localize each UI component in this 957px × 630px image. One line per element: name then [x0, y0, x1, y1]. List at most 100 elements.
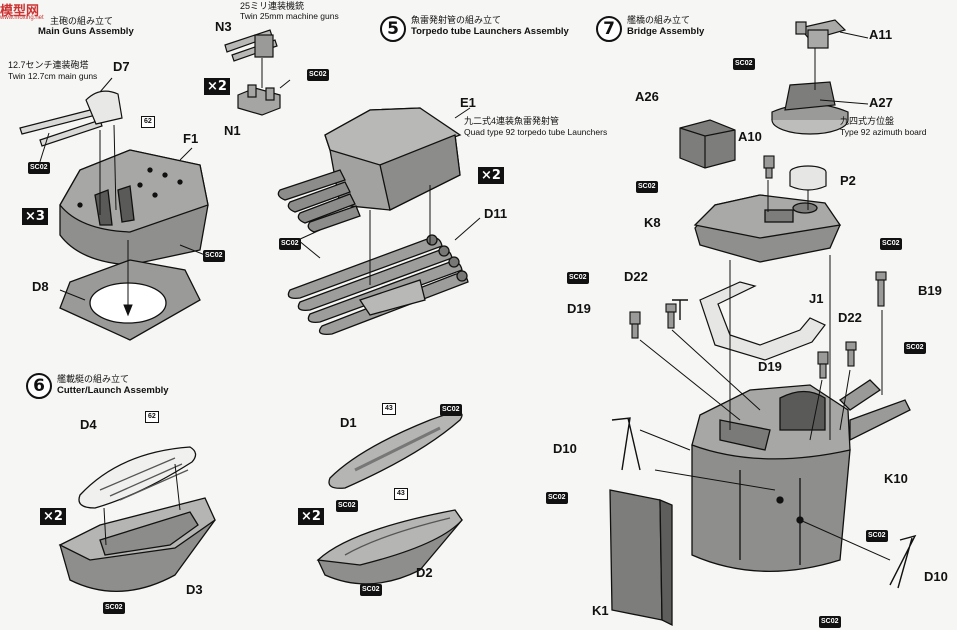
- label-d22a: D22: [624, 269, 648, 284]
- machine-guns-desc-en: Twin 25mm machine guns: [240, 11, 339, 21]
- cutter-step-en: Cutter/Launch Assembly: [57, 385, 169, 396]
- paint-sc02-mg: SC02: [307, 69, 329, 81]
- torpedo-step-en: Torpedo tube Launchers Assembly: [411, 26, 569, 37]
- multiplier-cutter: ×2: [40, 508, 66, 525]
- label-k8: K8: [644, 215, 661, 230]
- paint-sc02-d2a: SC02: [336, 500, 358, 512]
- label-d4: D4: [80, 417, 97, 432]
- torpedo-step-jp: 魚雷発射管の組み立て: [411, 15, 502, 25]
- paint-62-d7: 62: [141, 116, 155, 128]
- gun-turret-f1: [59, 149, 209, 266]
- bridge-panel-k1: [609, 489, 673, 627]
- paint-sc02-k1b: SC02: [819, 616, 841, 628]
- rangefinder-a27: [771, 81, 849, 135]
- label-d7: D7: [113, 59, 130, 74]
- bridge-step-en: Bridge Assembly: [627, 26, 705, 37]
- paint-sc02-torpedo: SC02: [279, 238, 301, 250]
- torpedo-guide-lines: [297, 107, 481, 285]
- paint-sc02-d22b: SC02: [904, 342, 926, 354]
- step-number-cutter: 6: [26, 373, 52, 399]
- paint-sc02-d2b: SC02: [360, 584, 382, 596]
- watermark-domain: www.moxing.net: [0, 15, 44, 21]
- paint-sc02-a11: SC02: [733, 58, 755, 70]
- cutter-step-jp: 艦載艇の組み立て: [57, 374, 130, 384]
- torpedo-desc-jp: 九二式4連装魚雷発射管: [464, 116, 560, 126]
- launch-cover-d1: [328, 411, 463, 489]
- machine-gun-n1: [237, 84, 281, 116]
- launch-hull-d2: [316, 509, 463, 585]
- rangefinder-a11: [795, 19, 847, 49]
- label-f1: F1: [183, 131, 199, 146]
- cutter-cover-d4: [78, 446, 197, 509]
- paint-sc02-b19: SC02: [880, 238, 902, 250]
- label-a11: A11: [869, 27, 893, 42]
- paint-sc02-turret: SC02: [28, 162, 50, 174]
- label-d10b: D10: [924, 569, 948, 584]
- paint-sc02-k8: SC02: [636, 181, 658, 193]
- torpedo-tubes-d11: [287, 234, 469, 335]
- azimuth-desc-en: Type 92 azimuth board: [840, 127, 927, 137]
- label-d19b: D19: [758, 359, 782, 374]
- watermark-logo: 模型网: [0, 4, 40, 19]
- machine-gun-n3: [224, 29, 278, 62]
- part-p2: [789, 165, 827, 191]
- part-a10: [763, 155, 775, 179]
- main-gun-guide-lines: [37, 77, 206, 317]
- label-p2: P2: [840, 173, 856, 188]
- label-d3: D3: [186, 582, 203, 597]
- label-d10a: D10: [553, 441, 577, 456]
- multiplier-launch: ×2: [298, 508, 324, 525]
- label-k10: K10: [884, 471, 908, 486]
- step-number-torpedo: 5: [380, 16, 406, 42]
- cutter-hull-d3: [58, 497, 216, 593]
- torpedo-launcher-e1: [277, 107, 462, 233]
- paint-sc02-d19a: SC02: [567, 272, 589, 284]
- label-d8: D8: [32, 279, 49, 294]
- paint-62-d4: 62: [145, 411, 159, 423]
- bridge-small-parts: [629, 271, 887, 379]
- machine-guns-desc-jp: 25ミリ連装機銃: [240, 1, 305, 11]
- torpedo-desc-en: Quad type 92 torpedo tube Launchers: [464, 127, 608, 137]
- main-guns-desc-en: Twin 12.7cm main guns: [8, 71, 98, 81]
- multiplier-torpedo: ×2: [478, 167, 504, 184]
- label-e1: E1: [460, 95, 476, 110]
- bridge-deck-k8: [693, 194, 842, 263]
- paint-sc02-k10: SC02: [866, 530, 888, 542]
- bridge-step-jp: 艦橋の組み立て: [627, 15, 691, 25]
- label-n3: N3: [215, 19, 232, 34]
- bridge-tower-k10: [691, 379, 911, 573]
- label-j1: J1: [809, 291, 824, 306]
- bridge-ladders: [611, 299, 917, 589]
- label-d19a: D19: [567, 301, 591, 316]
- cutter-guide-lines: [103, 463, 181, 546]
- paint-sc02-k1: SC02: [546, 492, 568, 504]
- multiplier-main-guns: ×3: [22, 208, 48, 225]
- label-a27: A27: [869, 95, 893, 110]
- paint-sc02-base: SC02: [203, 250, 225, 262]
- label-d11: D11: [484, 206, 508, 221]
- paint-sc02-d1: SC02: [440, 404, 462, 416]
- azimuth-desc-jp: 九四式方位盤: [840, 116, 895, 126]
- main-guns-step-en: Main Guns Assembly: [38, 26, 134, 37]
- bridge-rail-j1: [699, 281, 826, 361]
- label-a10: A10: [738, 129, 762, 144]
- machine-gun-guide-lines: [261, 58, 291, 89]
- label-a26: A26: [635, 89, 659, 104]
- label-b19: B19: [918, 283, 942, 298]
- turret-base-d8: [59, 259, 201, 341]
- label-d1: D1: [340, 415, 357, 430]
- multiplier-machine-guns: ×2: [204, 78, 230, 95]
- bridge-guide-lines: [639, 31, 891, 561]
- label-d22b: D22: [838, 310, 862, 325]
- main-guns-desc-jp: 12.7センチ連装砲塔: [8, 60, 89, 70]
- step-number-bridge: 7: [596, 16, 622, 42]
- label-n1: N1: [224, 123, 241, 138]
- main-guns-step-jp: 主砲の組み立て: [50, 16, 114, 26]
- main-gun-barrels: [19, 90, 123, 147]
- label-d2: D2: [416, 565, 433, 580]
- label-k1: K1: [592, 603, 609, 618]
- part-a26: [679, 119, 736, 169]
- paint-sc02-d3: SC02: [103, 602, 125, 614]
